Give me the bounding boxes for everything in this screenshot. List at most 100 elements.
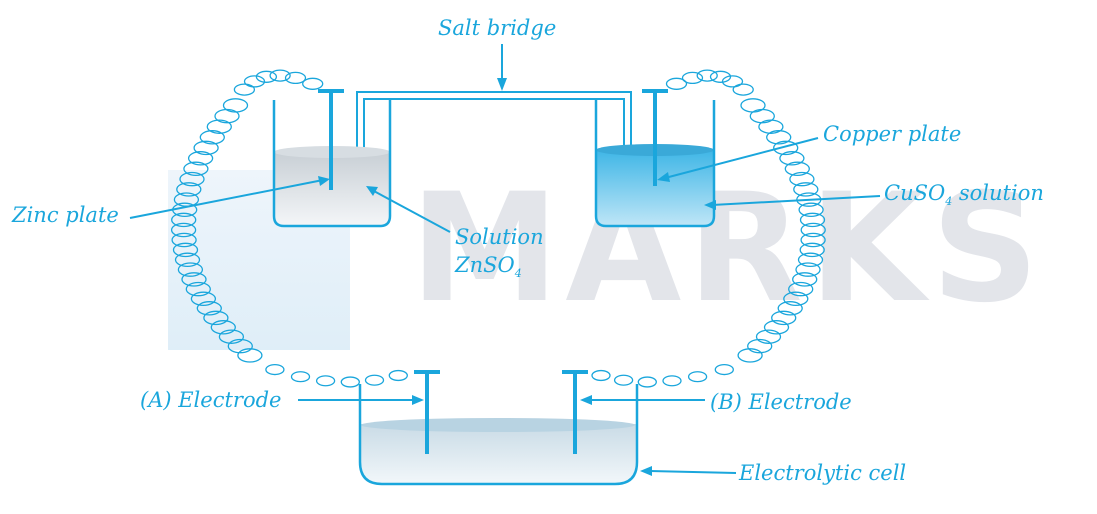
coil-loop (214, 108, 240, 124)
coil-loop (763, 320, 790, 335)
znso4-label: ZnSO4 (454, 253, 522, 280)
coil-loop (755, 329, 782, 344)
zinc-beaker (272, 100, 392, 228)
coil-loop (364, 374, 385, 386)
coil-loop (185, 281, 211, 297)
coil-loop (687, 371, 708, 383)
coil-loop (591, 369, 611, 382)
solution-label: Solution (455, 225, 544, 249)
coil-loop (681, 71, 704, 85)
coil-loop (210, 320, 236, 335)
coil-loop (243, 75, 266, 88)
coil-loop (269, 69, 291, 82)
coil-loop (190, 291, 217, 307)
coil-loop (302, 77, 324, 90)
coil-loop (792, 272, 818, 287)
salt-bridge (356, 91, 632, 173)
zinc-half-cell (272, 89, 392, 228)
coil-loop (206, 119, 232, 134)
coil-loop (696, 69, 718, 82)
salt-bridge-label: Salt bridge (438, 16, 556, 40)
coil-loop (747, 338, 773, 354)
coil-loop (784, 161, 810, 177)
electrolytic-cell-label: Electrolytic cell (738, 461, 906, 485)
coil-loop (798, 202, 824, 218)
copper-half-cell (594, 89, 716, 228)
coil-loop (227, 338, 253, 354)
coil-loop (179, 171, 205, 187)
left-wire-bottom (265, 363, 408, 388)
coil-loop (797, 252, 824, 268)
leader-lines (129, 44, 881, 476)
coil-loop (800, 232, 826, 248)
coil-loop (799, 212, 826, 228)
watermark-text: MARKS (410, 162, 1045, 336)
electrolytic-vessel (358, 384, 639, 486)
coil-loop (799, 242, 825, 258)
coil-loop (709, 70, 732, 83)
coil-loop (171, 212, 197, 228)
labels: Salt bridge Copper plate CuSO4 solution … (11, 16, 1044, 485)
coil-loop (196, 301, 222, 316)
coil-loop (662, 375, 682, 387)
coil-loop (783, 291, 809, 307)
coil-loop (265, 363, 285, 376)
zinc-plate-leader (129, 179, 324, 219)
coil-loop (793, 182, 819, 197)
coil-loop (315, 375, 336, 387)
left-wire-top (233, 69, 324, 96)
coil-loop (665, 77, 688, 90)
left-wire-coil (170, 98, 263, 363)
coil-loop (237, 348, 263, 363)
coil-loop (340, 376, 360, 388)
coil-loop (181, 272, 207, 287)
coil-loop (721, 75, 744, 88)
coil-loop (789, 171, 815, 187)
electrolytic-cell-leader (649, 470, 737, 474)
copper-plate-leader (664, 137, 819, 179)
coil-loop (795, 262, 821, 277)
coil-loop (788, 281, 814, 297)
coil-loop (183, 161, 209, 177)
znso4-leader (371, 189, 451, 233)
coil-loop (172, 242, 199, 258)
coil-loop (714, 363, 734, 376)
coil-loop (758, 119, 784, 134)
coil-loop (199, 130, 225, 145)
coil-loop (187, 151, 214, 166)
coil-loop (233, 83, 256, 96)
coil-loop (176, 182, 202, 197)
coil-loop (193, 140, 219, 156)
coil-loop (290, 371, 311, 383)
right-wire-top (665, 69, 754, 96)
electrode-b-label: (B) Electrode (710, 390, 852, 414)
coil-loop (766, 130, 792, 145)
copper-beaker (594, 100, 716, 228)
coil-loop (203, 310, 229, 326)
copper-plate-label: Copper plate (823, 122, 961, 146)
coil-loop (779, 151, 805, 166)
coil-loop (255, 70, 278, 83)
copper-solution (596, 150, 714, 226)
coil-loop (771, 310, 797, 326)
cuso4-solution-label: CuSO4 solution (884, 181, 1044, 208)
coil-loop (637, 376, 657, 388)
coil-loop (218, 329, 245, 344)
coil-loop (737, 348, 763, 363)
coil-loop (177, 262, 204, 277)
coil-loop (777, 301, 803, 316)
coil-loop (171, 232, 197, 248)
connecting-wires (170, 69, 826, 388)
electrolyte (360, 424, 637, 484)
coil-loop (284, 71, 307, 85)
zinc-plate-label: Zinc plate (11, 203, 119, 227)
cuso4-leader (711, 195, 881, 206)
coil-loop (800, 222, 826, 238)
coil-loop (732, 83, 754, 96)
coil-loop (388, 369, 408, 382)
coil-loop (174, 252, 201, 268)
coil-loop (773, 140, 799, 156)
coil-loop (170, 222, 197, 238)
right-wire-coil (737, 98, 826, 363)
